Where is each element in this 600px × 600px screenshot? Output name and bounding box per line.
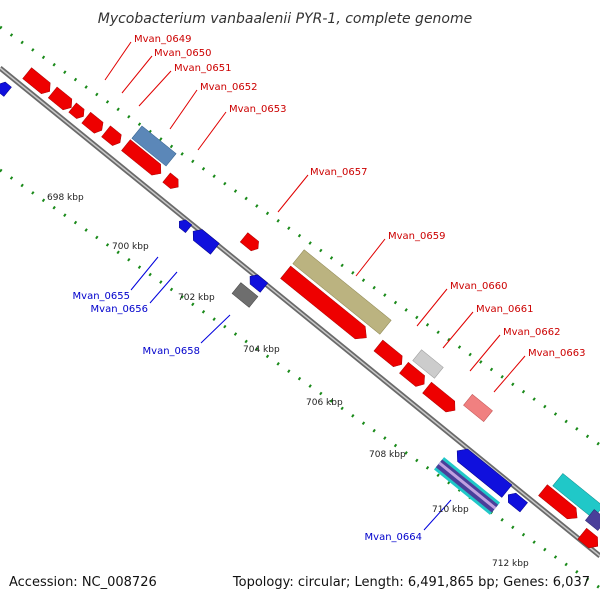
gene-mvan-0658-block[interactable] xyxy=(231,282,259,308)
tick-label-700: 700 kbp xyxy=(112,242,149,252)
outer-tick-track xyxy=(0,25,600,447)
gene-red-forward-6[interactable] xyxy=(577,527,600,551)
tick-label-710: 710 kbp xyxy=(432,505,469,515)
gene-mvan-0653-block[interactable] xyxy=(131,125,177,167)
reverse-strand-genes xyxy=(0,80,528,515)
gene-mvan-0663-block[interactable] xyxy=(463,394,493,422)
forward-label-leaders xyxy=(104,41,526,393)
gene-label-mvan-0659[interactable]: Mvan_0659 xyxy=(388,231,445,242)
forward-strand-genes xyxy=(22,67,600,551)
gene-blue-reverse-3[interactable] xyxy=(504,490,528,513)
tick-label-702: 702 kbp xyxy=(178,293,215,303)
reverse-gene-labels: Mvan_0655 Mvan_0656 Mvan_0658 Mvan_0664 xyxy=(73,291,422,543)
tick-label-708: 708 kbp xyxy=(369,450,406,460)
gene-mvan-0661-block[interactable] xyxy=(399,362,428,389)
gene-label-mvan-0656[interactable]: Mvan_0656 xyxy=(91,304,148,315)
gene-label-mvan-0661[interactable]: Mvan_0661 xyxy=(476,304,533,315)
gene-label-mvan-0651[interactable]: Mvan_0651 xyxy=(174,63,231,74)
gene-label-mvan-0663[interactable]: Mvan_0663 xyxy=(528,348,585,359)
gene-mvan-0656-block[interactable] xyxy=(189,226,220,255)
tick-label-706: 706 kbp xyxy=(306,398,343,408)
gene-label-mvan-0658[interactable]: Mvan_0658 xyxy=(143,346,200,357)
tick-label-704: 704 kbp xyxy=(243,345,280,355)
gene-purple-forward[interactable] xyxy=(585,509,600,531)
gene-red-forward-3[interactable] xyxy=(280,265,372,344)
inner-tick-track xyxy=(0,168,600,590)
tick-label-712: 712 kbp xyxy=(492,559,529,569)
gene-mvan-0664-block[interactable] xyxy=(433,457,501,515)
gene-label-mvan-0650[interactable]: Mvan_0650 xyxy=(154,48,211,59)
genome-backbone xyxy=(0,66,600,558)
gene-label-mvan-0657[interactable]: Mvan_0657 xyxy=(310,167,367,178)
gene-blue-edge[interactable] xyxy=(0,80,12,97)
gene-label-mvan-0652[interactable]: Mvan_0652 xyxy=(200,82,257,93)
map-title: Mycobacterium vanbaalenii PYR-1, complet… xyxy=(98,11,473,27)
gene-label-mvan-0662[interactable]: Mvan_0662 xyxy=(503,327,560,338)
gene-mvan-0659-block[interactable] xyxy=(292,249,392,335)
reverse-label-leaders xyxy=(130,256,452,531)
topology-text: Topology: circular; Length: 6,491,865 bp… xyxy=(232,575,590,590)
scale-tick-labels: 698 kbp 700 kbp 702 kbp 704 kbp 706 kbp … xyxy=(47,193,529,569)
gene-red-forward-4[interactable] xyxy=(373,339,406,370)
gene-label-mvan-0653[interactable]: Mvan_0653 xyxy=(229,104,286,115)
gene-blue-reverse-2[interactable] xyxy=(452,445,513,498)
gene-mvan-0662-block[interactable] xyxy=(422,381,460,416)
tick-label-698: 698 kbp xyxy=(47,193,84,203)
gene-red-forward-5[interactable] xyxy=(538,484,581,524)
gene-mvan-0652-block[interactable] xyxy=(81,111,106,135)
gene-red-forward-2[interactable] xyxy=(162,172,182,192)
gene-label-mvan-0660[interactable]: Mvan_0660 xyxy=(450,281,507,292)
gene-mvan-0650-block[interactable] xyxy=(47,86,75,113)
gene-mvan-0655-block[interactable] xyxy=(176,217,193,234)
gene-label-mvan-0649[interactable]: Mvan_0649 xyxy=(134,34,191,45)
gene-mvan-0657-block[interactable] xyxy=(239,232,262,254)
forward-gene-labels: Mvan_0649 Mvan_0650 Mvan_0651 Mvan_0652 … xyxy=(134,34,585,359)
gene-mvan-0651-block[interactable] xyxy=(68,102,87,121)
gene-cyan-forward[interactable] xyxy=(552,473,600,519)
gene-label-mvan-0664[interactable]: Mvan_0664 xyxy=(365,532,422,543)
gene-blue-reverse-1[interactable] xyxy=(246,272,269,293)
accession-text: Accession: NC_008726 xyxy=(9,575,157,590)
gene-label-mvan-0655[interactable]: Mvan_0655 xyxy=(73,291,130,302)
gene-red-forward-1[interactable] xyxy=(121,139,165,179)
gene-mvan-0660-block[interactable] xyxy=(412,349,444,379)
gene-mvan-0652b-block[interactable] xyxy=(101,125,125,148)
gene-mvan-0649-block[interactable] xyxy=(22,67,54,97)
